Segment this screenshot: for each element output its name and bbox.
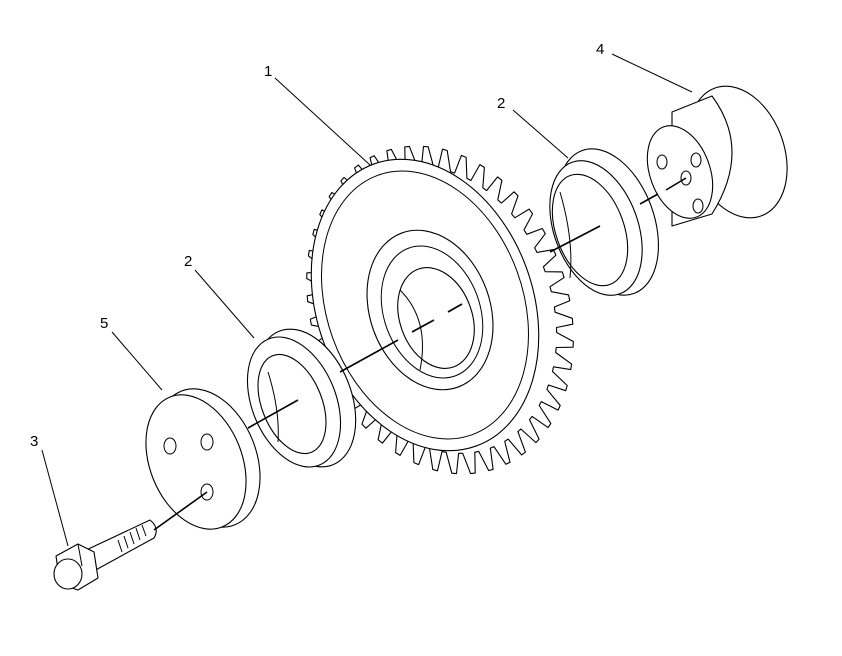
part-2-bushing-left [246, 328, 357, 468]
callout-2-left-label: 2 [184, 253, 192, 270]
callout-4-label: 4 [596, 41, 604, 58]
callout-1-label: 1 [264, 63, 272, 80]
assembly-axis [153, 177, 687, 531]
part-5-washer [145, 388, 261, 530]
callout-5-label: 5 [100, 315, 108, 332]
callout-3-label: 3 [30, 433, 38, 450]
part-2-bushing-right [549, 148, 659, 296]
part-3-bolt [53, 519, 157, 591]
leader-lines [41, 53, 693, 547]
part-4-hub [646, 85, 788, 227]
callout-2-right-label: 2 [497, 95, 505, 112]
part-1-gear [306, 145, 574, 475]
